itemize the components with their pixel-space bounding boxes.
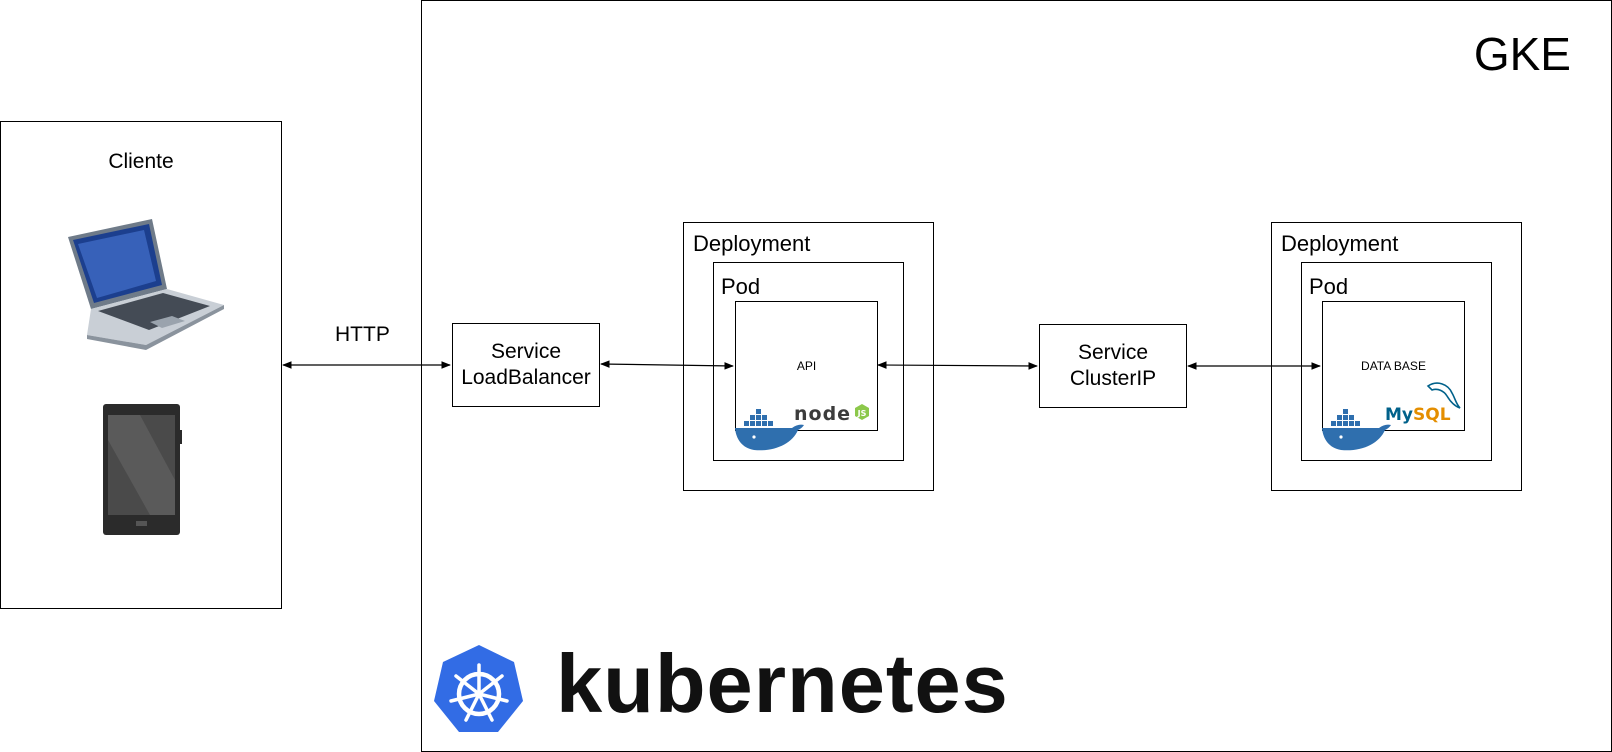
- clusterip-service-box: Service ClusterIP: [1039, 324, 1187, 408]
- db-deployment-label: Deployment: [1281, 231, 1399, 256]
- clusterip-service-line1: Service: [1077, 340, 1149, 364]
- mysql-logo-text: MySQL: [1385, 405, 1451, 425]
- nodejs-icon: node JS: [794, 403, 869, 425]
- loadbalancer-service-box: Service LoadBalancer: [452, 323, 600, 407]
- http-label: HTTP: [335, 323, 390, 346]
- kubernetes-wordmark: kubernetes: [556, 637, 1009, 730]
- mysql-icon: MySQL: [1385, 382, 1461, 425]
- docker-whale-icon-api: [735, 409, 804, 451]
- db-pod-label: Pod: [1309, 274, 1349, 299]
- api-container-label: API: [796, 359, 817, 373]
- db-container-label: DATA BASE: [1361, 359, 1426, 373]
- tablet-icon: [103, 404, 182, 535]
- arrow-api-clusterip: [877, 361, 1038, 370]
- clusterip-service-line2: ClusterIP: [1069, 367, 1157, 390]
- loadbalancer-service-line1: Service: [490, 339, 562, 363]
- docker-whale-icon-db: [1322, 409, 1391, 451]
- loadbalancer-service-line2: LoadBalancer: [461, 366, 591, 389]
- api-pod-label: Pod: [721, 274, 761, 299]
- client-title: Cliente: [108, 150, 174, 173]
- arrow-loadbalancer-api: [600, 360, 734, 370]
- kubernetes-icon: [434, 645, 523, 732]
- laptop-icon: [68, 219, 224, 350]
- api-deployment-label: Deployment: [693, 231, 811, 256]
- svg-text:JS: JS: [857, 409, 867, 418]
- gke-title: GKE: [1473, 28, 1571, 80]
- nodejs-logo-text: node: [794, 403, 851, 425]
